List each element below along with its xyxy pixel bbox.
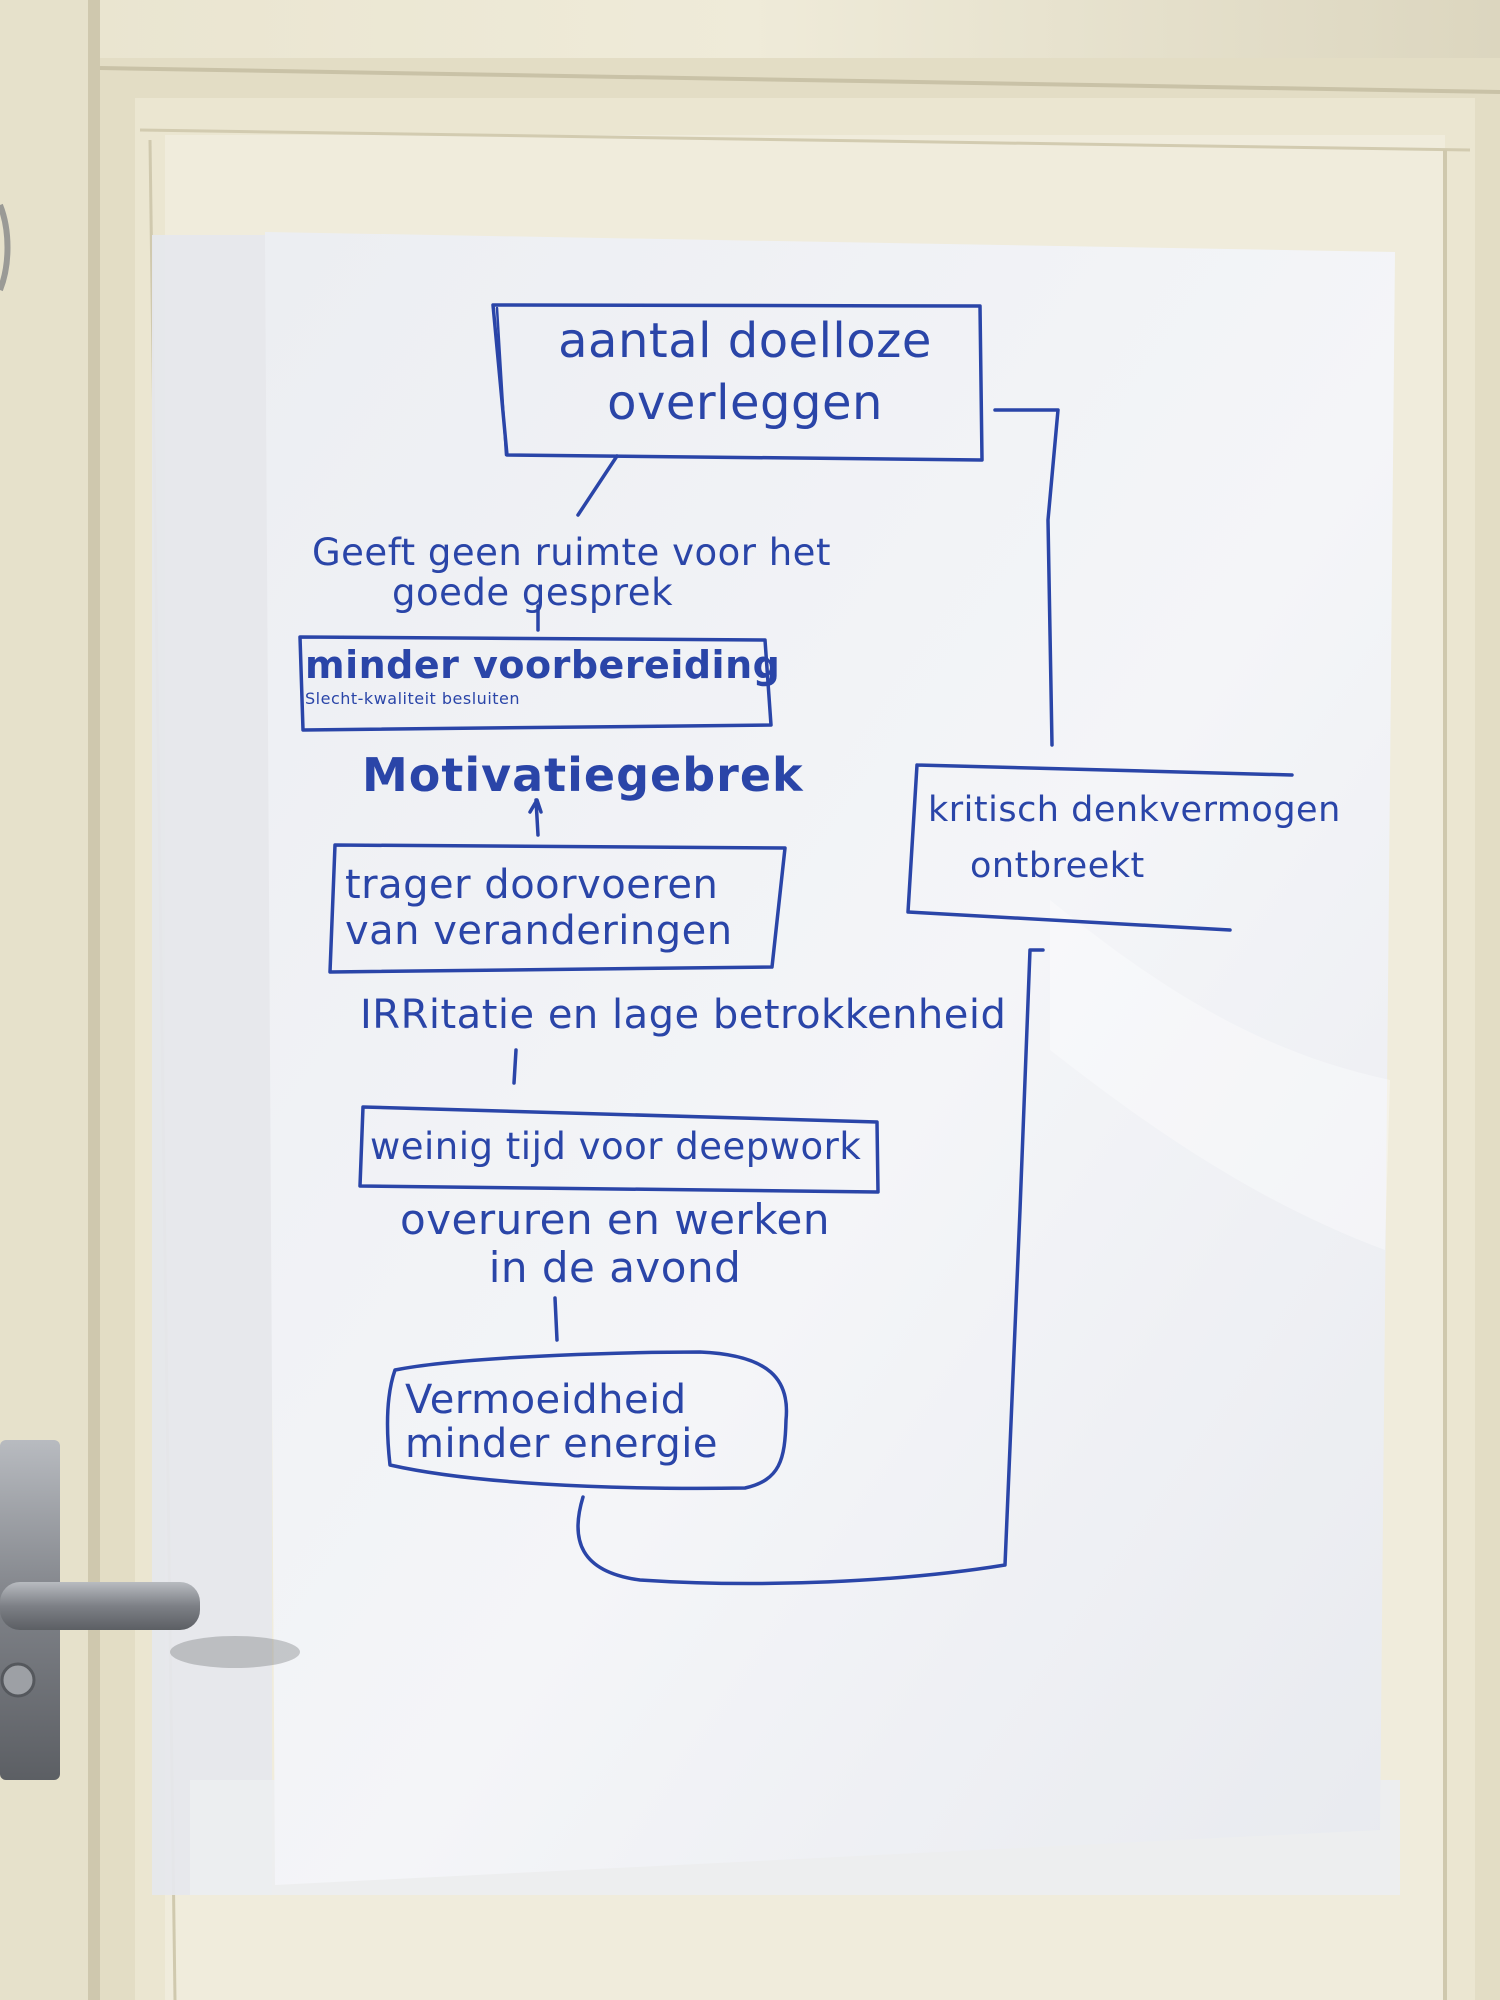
- side-box-border: [906, 763, 1294, 932]
- handle-lever: [0, 1582, 200, 1630]
- door-handle-icon: [0, 1440, 300, 1780]
- connector-1: [576, 454, 619, 517]
- feedback-up: [993, 408, 1060, 747]
- box5-border: [385, 1350, 789, 1491]
- connector-4: [512, 1048, 518, 1085]
- box4-text: weinig tijd voor deepwork: [370, 1125, 862, 1168]
- box2-text: minder voorbereiding Slecht-kwaliteit be…: [305, 643, 780, 708]
- step1-label-line1: Geeft geen ruimte voor het: [312, 531, 831, 574]
- top-box-line1: aantal doelloze: [558, 313, 932, 369]
- box2-border: [298, 635, 773, 732]
- box5-line2: minder energie: [405, 1421, 719, 1467]
- step1-label-line2: goede gesprek: [392, 571, 674, 614]
- box4-border: [358, 1105, 880, 1194]
- box3-line2: van veranderingen: [345, 908, 733, 954]
- moulding-line-top-2: [139, 128, 1471, 152]
- handle-shadow: [170, 1636, 300, 1668]
- step1-label: Geeft geen ruimte voor het goede gesprek: [312, 533, 831, 613]
- feedback-loop: [576, 948, 1045, 1586]
- side-box-line1: kritisch denkvermogen: [928, 790, 1341, 830]
- side-box-line2: ontbreekt: [970, 846, 1145, 886]
- paper-sheet: [265, 232, 1395, 1885]
- box3-border: [328, 843, 787, 974]
- box3-line1: trager doorvoeren: [345, 862, 719, 908]
- box2-line2: Slecht-kwaliteit besluiten: [305, 689, 521, 708]
- step2-label: Motivatiegebrek: [362, 748, 804, 802]
- box2-line1: minder voorbereiding: [305, 643, 781, 687]
- paper-sheen: [1050, 900, 1390, 1250]
- top-box-border-2: [495, 306, 508, 457]
- step4-label-line2: in de avond: [488, 1243, 742, 1292]
- connector-3: [528, 798, 543, 837]
- top-box-line2: overleggen: [607, 375, 883, 431]
- door-hinge-icon: [0, 203, 11, 292]
- top-box-text: aantal doelloze overleggen: [520, 310, 970, 434]
- moulding-line-top: [99, 66, 1500, 94]
- box5-text: Vermoeidheid minder energie: [405, 1378, 718, 1466]
- side-box-text: kritisch denkvermogen ontbreekt: [928, 782, 1341, 894]
- box3-text: trager doorvoeren van veranderingen: [345, 862, 733, 954]
- connector-5: [553, 1296, 559, 1342]
- lock-cylinder: [0, 1662, 36, 1698]
- diagram-strokes: [298, 303, 1294, 1586]
- door-edge-shadow: [88, 0, 100, 2000]
- step4-label-line1: overuren en werken: [400, 1195, 830, 1244]
- box5-line1: Vermoeidheid: [405, 1377, 687, 1423]
- step4-label: overuren en werken in de avond: [400, 1196, 830, 1292]
- step3-label: IRRitatie en lage betrokkenheid: [360, 992, 1007, 1038]
